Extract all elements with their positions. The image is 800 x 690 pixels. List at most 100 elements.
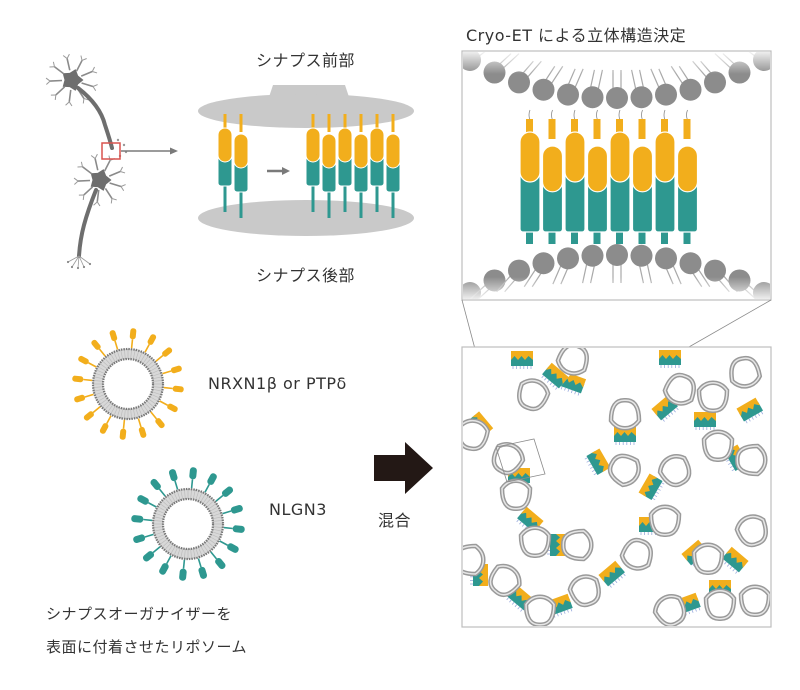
protein-stalk — [163, 386, 173, 390]
axon-branch — [71, 255, 80, 268]
lipid-tail — [135, 407, 140, 418]
junction-tick — [520, 608, 523, 612]
lipid-tail — [132, 408, 136, 419]
yellow-protein — [385, 133, 401, 169]
neuron-soma-lower — [90, 169, 112, 191]
lipid-tail — [94, 372, 105, 377]
dendrite — [55, 86, 66, 96]
junction-tick — [567, 388, 570, 392]
synapse-schematic — [198, 85, 414, 236]
teal-stalk — [661, 228, 668, 244]
yellow-protein — [321, 133, 337, 169]
vesicle-lumen — [520, 526, 550, 557]
dendrite-branch — [54, 94, 57, 100]
vesicle-lumen — [664, 374, 695, 405]
yellow-protein — [586, 145, 609, 193]
protein-domain — [142, 551, 155, 562]
dendrite — [96, 189, 100, 202]
junction-tick — [691, 609, 694, 613]
protein-domain — [133, 534, 146, 544]
lipid-tail — [93, 388, 104, 392]
yellow-protein — [519, 131, 541, 183]
protein-pair — [541, 109, 564, 244]
junction-tick — [570, 390, 573, 394]
axon-terminal — [88, 262, 92, 266]
lipid-tail — [130, 408, 133, 419]
lipid-head — [679, 78, 702, 101]
junction-tick — [577, 392, 580, 396]
surface-protein — [144, 334, 157, 353]
junction-tick — [670, 411, 674, 415]
axon-terminal — [66, 260, 70, 264]
lipid-tail — [142, 404, 149, 413]
lipid-tail — [153, 526, 164, 529]
protein-domain — [172, 385, 184, 393]
vesicle-lumen — [659, 455, 690, 486]
vesicle-lumen — [703, 430, 733, 461]
dendrite — [68, 89, 72, 102]
surface-protein — [222, 504, 243, 515]
protein-stalk — [210, 551, 218, 560]
dendrite — [104, 187, 113, 199]
dendrite-branch — [94, 153, 98, 159]
yellow-stalk — [571, 119, 578, 139]
lipid-tail — [173, 546, 179, 557]
lipid-head — [704, 71, 726, 94]
protein-stalk — [197, 558, 202, 568]
dendrite — [81, 166, 93, 175]
dendrite-branch — [82, 98, 85, 104]
junction-tick — [673, 409, 676, 413]
axon-terminal — [70, 265, 74, 269]
dendrite — [109, 182, 122, 188]
mixing-label: 混合 — [378, 511, 412, 530]
protein-domain — [207, 473, 217, 485]
protein-stalk — [106, 415, 112, 425]
teal-stalk — [571, 228, 578, 244]
protein-stalk — [84, 393, 94, 398]
junction-tick — [521, 523, 525, 527]
junction-tick — [509, 599, 512, 603]
junction-tick — [662, 418, 665, 422]
dendrite-branch — [80, 161, 83, 167]
junction-tick — [584, 457, 588, 460]
lipid-tail — [107, 404, 114, 413]
dendrite-branch — [120, 184, 126, 187]
dendrite — [77, 179, 91, 182]
yellow-stalk — [526, 119, 533, 139]
lipid-tail — [195, 547, 200, 558]
lipid-tail — [167, 544, 174, 553]
surface-protein — [142, 546, 161, 562]
protein-pair — [353, 114, 369, 218]
yellow-stalk — [593, 119, 601, 139]
lipid-tail — [204, 497, 212, 506]
teal-band — [601, 564, 625, 587]
lipid-tail — [153, 516, 164, 520]
lipid-tail — [120, 349, 124, 360]
teal-stalk — [638, 228, 646, 244]
dendrite — [108, 170, 121, 177]
axon-lower — [77, 188, 98, 258]
junction-tick — [514, 604, 518, 608]
lipid-tail — [95, 369, 106, 375]
dendrite — [83, 186, 94, 196]
presynaptic-membrane — [198, 94, 414, 128]
junction-tick — [695, 608, 697, 612]
dendrite-branch — [82, 194, 85, 200]
surface-protein — [131, 515, 153, 523]
junction-tick — [567, 609, 569, 613]
teal-band — [642, 475, 663, 501]
inner-leaflet — [161, 497, 215, 551]
lipid-tail — [120, 408, 124, 419]
junction-tick — [655, 491, 659, 494]
caption-line-2: 表面に付着させたリポソーム — [46, 638, 248, 656]
surface-protein — [163, 385, 184, 393]
teal-band — [614, 432, 636, 442]
dendrite-branch — [46, 80, 51, 85]
yellow-stalk — [661, 119, 668, 139]
lipid-tail — [190, 489, 193, 500]
yellow-stalk — [616, 119, 623, 139]
lipid-tail — [202, 544, 209, 553]
adhesion-junction — [735, 395, 765, 425]
protein-stalk — [144, 343, 150, 353]
lipid-tail — [180, 548, 184, 559]
